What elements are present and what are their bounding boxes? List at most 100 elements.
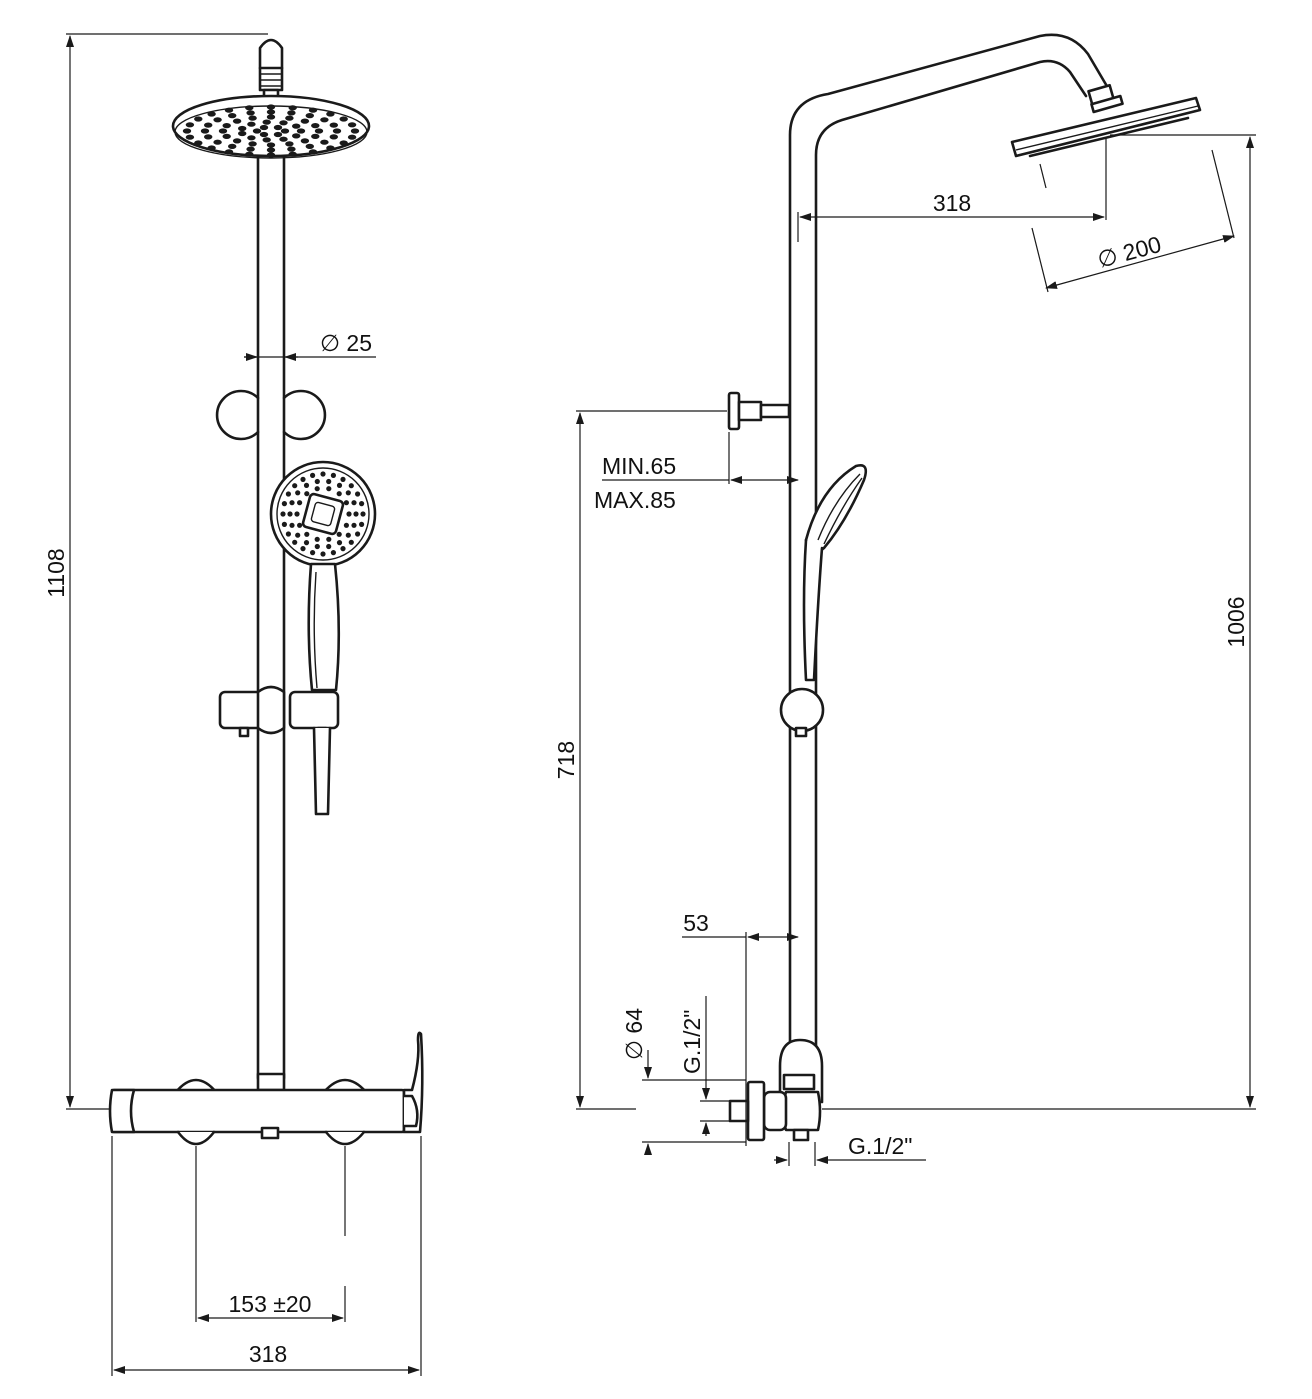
front-wall-bracket — [215, 389, 327, 441]
front-overhead-nozzles — [182, 104, 360, 158]
nozzle-dot — [218, 128, 228, 134]
nozzle-dot — [204, 134, 213, 140]
nozzle-dot — [228, 113, 237, 119]
nozzle-dot — [326, 486, 332, 492]
nozzle-dot — [232, 138, 242, 144]
nozzle-dot — [200, 128, 210, 134]
nozzle-dot — [297, 522, 303, 528]
nozzle-dot — [305, 143, 314, 149]
nozzle-dot — [262, 137, 271, 143]
nozzle-dot — [314, 536, 320, 542]
elbow-diameter-label: ∅ 64 — [621, 1008, 647, 1060]
nozzle-dot — [248, 141, 257, 147]
nozzle-dot — [224, 149, 234, 155]
nozzle-dot — [292, 539, 298, 545]
nozzle-dot — [194, 116, 203, 122]
nozzle-dot — [222, 133, 231, 139]
front-overhead-shower — [171, 94, 371, 159]
nozzle-dot — [351, 500, 357, 506]
nozzle-dot — [295, 532, 301, 538]
front-thermostatic-mixer — [108, 1031, 424, 1146]
nozzle-dot — [332, 128, 342, 134]
nozzle-dot — [310, 472, 316, 478]
nozzle-dot — [311, 123, 320, 129]
nozzle-dot — [336, 531, 342, 537]
nozzle-dot — [346, 511, 352, 517]
rail-diameter-label: ∅ 25 — [320, 330, 372, 356]
nozzle-dot — [246, 110, 255, 116]
nozzle-dot — [329, 122, 338, 128]
outlet-thread-label: G.1/2" — [848, 1133, 912, 1159]
nozzle-dot — [247, 121, 256, 127]
side-rail-and-arm — [788, 33, 1124, 1064]
nozzle-dot — [294, 511, 300, 517]
nozzle-dot — [348, 539, 354, 545]
nozzle-dot — [308, 149, 318, 155]
dim-mixer-centers: 153 ±20 — [195, 1146, 346, 1322]
nozzle-dot — [300, 546, 306, 552]
bracket-offset-max-label: MAX.85 — [594, 487, 676, 513]
nozzle-dot — [289, 500, 295, 506]
nozzle-dot — [340, 546, 346, 552]
mixer-width-label: 318 — [249, 1341, 287, 1367]
nozzle-dot — [288, 105, 297, 111]
nozzle-dot — [326, 478, 332, 485]
dim-head-diameter: ∅ 200 — [1031, 149, 1235, 293]
nozzle-dot — [222, 123, 231, 129]
dim-mixer-width: 318 — [111, 1136, 422, 1376]
nozzle-dot — [295, 490, 301, 496]
dim-total-height: 1108 — [43, 33, 268, 1110]
nozzle-dot — [194, 140, 203, 146]
nozzle-dot — [355, 491, 361, 497]
nozzle-dot — [266, 142, 276, 148]
nozzle-dot — [336, 540, 343, 546]
nozzle-dot — [304, 491, 310, 497]
nozzle-dot — [246, 146, 255, 152]
dim-bracket-offset: MIN.65 MAX.85 — [594, 432, 799, 513]
nozzle-dot — [266, 147, 276, 153]
dim-elbow-diameter: ∅ 64 — [621, 1008, 746, 1155]
head-diameter-label: ∅ 200 — [1095, 231, 1164, 273]
front-slider-holder — [218, 685, 340, 816]
nozzle-dot — [340, 476, 346, 482]
nozzle-dot — [314, 478, 320, 485]
nozzle-dot — [303, 540, 310, 546]
nozzle-dot — [238, 125, 247, 132]
nozzle-dot — [287, 146, 296, 152]
nozzle-dot — [308, 107, 318, 113]
dim-rail-diameter: ∅ 25 — [244, 330, 376, 361]
nozzle-dot — [285, 141, 294, 147]
nozzle-dot — [266, 152, 276, 158]
nozzle-dot — [259, 131, 269, 138]
arm-reach-label: 318 — [933, 190, 971, 216]
nozzle-dot — [311, 133, 320, 139]
dim-bracket-height: 718 — [553, 410, 727, 1110]
nozzle-dot — [266, 104, 276, 110]
nozzle-dot — [213, 117, 222, 123]
nozzle-dot — [310, 550, 316, 556]
nozzle-dot — [207, 145, 216, 151]
nozzle-dot — [304, 531, 310, 537]
nozzle-dot — [266, 109, 276, 115]
nozzle-dot — [273, 131, 283, 138]
nozzle-dot — [336, 491, 342, 497]
nozzle-dot — [280, 511, 286, 517]
nozzle-dot — [300, 118, 310, 124]
total-height-label: 1108 — [43, 548, 69, 597]
front-rail — [256, 38, 286, 1082]
nozzle-dot — [305, 113, 314, 119]
nozzle-dot — [185, 134, 195, 140]
nozzle-dot — [314, 128, 324, 134]
dim-outlet-thread: G.1/2" — [774, 1133, 926, 1166]
nozzle-dot — [292, 133, 301, 139]
dim-elbow-thread: G.1/2" — [679, 996, 730, 1136]
nozzle-dot — [343, 500, 349, 506]
nozzle-dot — [355, 531, 361, 537]
nozzle-dot — [297, 500, 303, 506]
nozzle-dot — [326, 536, 332, 542]
side-wall-bracket — [727, 391, 791, 431]
nozzle-dot — [359, 501, 365, 507]
nozzle-dot — [238, 130, 247, 137]
elbow-thread-label: G.1/2" — [679, 1010, 705, 1074]
nozzle-dot — [280, 128, 290, 134]
